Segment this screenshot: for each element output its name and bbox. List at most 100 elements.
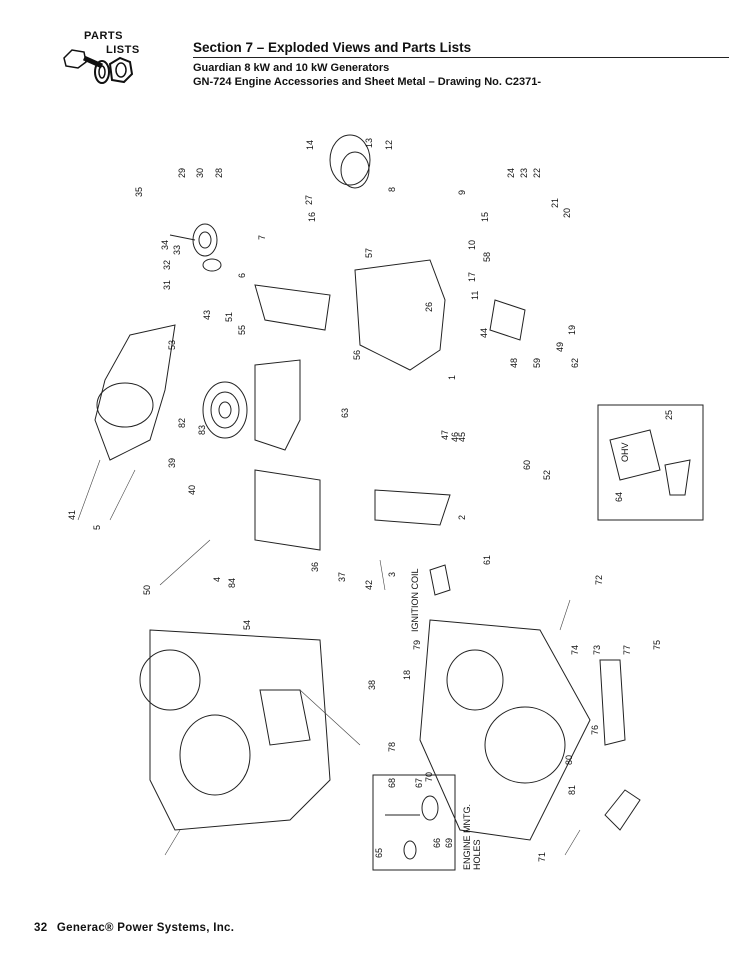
starter-detail-box — [372, 774, 456, 871]
callout-73: 73 — [592, 645, 602, 655]
callout-67: 67 — [414, 778, 424, 788]
panel-6 — [254, 284, 331, 331]
callout-1: 1 — [447, 375, 457, 380]
callout-74: 74 — [570, 645, 580, 655]
plate-2 — [374, 489, 451, 526]
center-sheet-metal — [354, 259, 446, 371]
callout-66: 66 — [432, 838, 442, 848]
callout-layer: 1234567891011121314151617181920212223242… — [67, 138, 674, 862]
callout-72: 72 — [594, 575, 604, 585]
callout-37: 37 — [337, 572, 347, 582]
callout-19: 19 — [567, 325, 577, 335]
callout-65: 65 — [374, 848, 384, 858]
callout-31: 31 — [162, 280, 172, 290]
callout-59: 59 — [532, 358, 542, 368]
callout-45: 45 — [457, 432, 467, 442]
callout-75: 75 — [652, 640, 662, 650]
ohv-detail — [609, 429, 691, 496]
parts-lists-logo — [58, 28, 168, 88]
callout-64: 64 — [614, 492, 624, 502]
muffler-box — [254, 469, 321, 551]
callout-29: 29 — [177, 168, 187, 178]
logo-parts-text: PARTS — [84, 30, 123, 42]
callout-14: 14 — [305, 140, 315, 150]
nut-bolt-icon — [63, 49, 134, 84]
callout-2: 2 — [457, 515, 467, 520]
callout-61: 61 — [482, 555, 492, 565]
callout-8: 8 — [387, 187, 397, 192]
starter-detail — [385, 795, 439, 860]
callout-78: 78 — [387, 742, 397, 752]
callout-17: 17 — [467, 272, 477, 282]
callout-46: 46 — [450, 432, 460, 442]
callout-70: 70 — [424, 772, 434, 782]
callout-80: 80 — [564, 755, 574, 765]
callout-5: 5 — [92, 525, 102, 530]
callout-32: 32 — [162, 260, 172, 270]
callout-11: 11 — [470, 291, 480, 300]
blower-housing-cover — [94, 324, 176, 461]
callout-50: 50 — [142, 585, 152, 595]
callout-60: 60 — [522, 460, 532, 470]
logo-lists-text: LISTS — [106, 44, 140, 56]
leader-lines — [77, 459, 581, 856]
engine-base-plate — [419, 619, 591, 841]
callout-25: 25 — [664, 410, 674, 420]
callout-38: 38 — [367, 680, 377, 690]
callout-71: 71 — [537, 852, 547, 862]
callout-23: 23 — [519, 168, 529, 178]
engine-mntg-label: ENGINE MNTG. — [462, 804, 472, 870]
page-header: Section 7 – Exploded Views and Parts Lis… — [193, 40, 729, 89]
callout-40: 40 — [187, 485, 197, 495]
callout-53: 53 — [167, 340, 177, 350]
callout-63: 63 — [340, 408, 350, 418]
callout-7: 7 — [257, 235, 267, 240]
callout-48: 48 — [509, 358, 519, 368]
section-title: Section 7 – Exploded Views and Parts Lis… — [193, 40, 472, 55]
callout-24: 24 — [506, 168, 516, 178]
callout-30: 30 — [195, 168, 205, 178]
callout-26: 26 — [424, 302, 434, 312]
callout-41: 41 — [67, 510, 77, 520]
callout-51: 51 — [224, 312, 234, 322]
flex-exhaust-pipe — [604, 789, 641, 831]
callout-9: 9 — [457, 190, 467, 195]
callout-42: 42 — [364, 580, 374, 590]
callout-15: 15 — [480, 212, 490, 222]
callout-12: 12 — [384, 140, 394, 150]
starter-motor — [169, 223, 222, 272]
callout-81: 81 — [567, 785, 577, 795]
callout-18: 18 — [402, 670, 412, 680]
callout-33: 33 — [172, 245, 182, 255]
callout-43: 43 — [202, 310, 212, 320]
callout-84: 84 — [227, 578, 237, 588]
callout-52: 52 — [542, 470, 552, 480]
callout-3: 3 — [387, 572, 397, 577]
callout-10: 10 — [467, 240, 477, 250]
header-rule — [193, 57, 729, 58]
callout-79: 79 — [412, 640, 422, 650]
subtitle-models: Guardian 8 kW and 10 kW Generators — [193, 62, 390, 74]
ignition-coil-label: IGNITION COIL — [410, 568, 420, 632]
callout-56: 56 — [352, 350, 362, 360]
callout-34: 34 — [160, 240, 170, 250]
callout-82: 82 — [177, 418, 187, 428]
callout-44: 44 — [479, 328, 489, 338]
callout-58: 58 — [482, 252, 492, 262]
callout-13: 13 — [364, 138, 374, 148]
callout-68: 68 — [387, 778, 397, 788]
subtitle-drawing: GN-724 Engine Accessories and Sheet Meta… — [193, 76, 542, 88]
callout-36: 36 — [310, 562, 320, 572]
footer-company: Generac® Power Systems, Inc. — [56, 922, 235, 934]
callout-35: 35 — [134, 187, 144, 197]
callout-83: 83 — [197, 425, 207, 435]
callout-69: 69 — [444, 838, 454, 848]
callout-55: 55 — [237, 325, 247, 335]
ohv-detail-box — [597, 404, 704, 521]
callout-4: 4 — [212, 577, 222, 582]
ohv-label: OHV — [620, 442, 630, 462]
callout-57: 57 — [364, 248, 374, 258]
callout-49: 49 — [555, 342, 565, 352]
holes-label: HOLES — [472, 839, 482, 870]
page-footer: 32 Generac® Power Systems, Inc. — [34, 922, 234, 934]
